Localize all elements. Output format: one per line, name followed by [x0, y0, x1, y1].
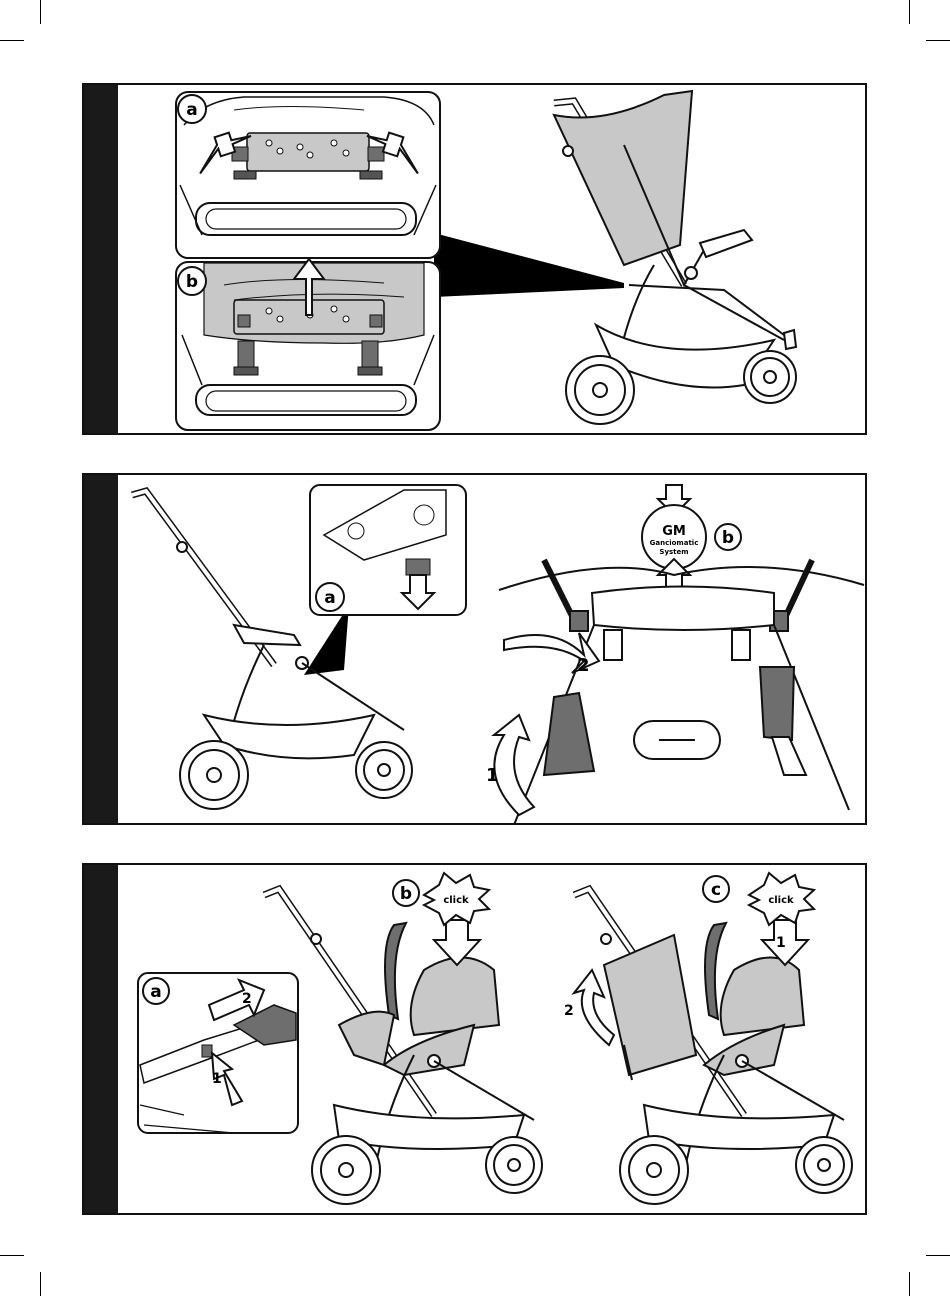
c-step-1-label: 1	[776, 935, 786, 951]
gm-badge: GM Ganciomatic System b	[642, 485, 741, 589]
step-2-label: 2	[577, 655, 590, 676]
panel-2-illustration: a GM Ganciomatic System b	[84, 475, 867, 825]
label-c: c	[711, 880, 721, 900]
label-a: a	[150, 982, 161, 1002]
crop-mark	[40, 0, 41, 24]
crop-mark	[0, 1255, 24, 1256]
gm-title: GM	[662, 524, 686, 539]
crop-mark	[926, 40, 950, 41]
label-b: b	[186, 272, 198, 292]
c-step-2-label: 2	[564, 1003, 574, 1019]
instruction-panel-3: 2 1 a b click	[82, 863, 867, 1215]
panel-1-illustration: a b	[84, 85, 867, 435]
crop-mark	[926, 1255, 950, 1256]
a-step-2-label: 2	[242, 991, 252, 1007]
label-a: a	[324, 588, 335, 608]
seat-plate	[247, 133, 369, 171]
a-step-1-label: 1	[212, 1071, 222, 1087]
crop-mark	[909, 1272, 910, 1296]
label-b: b	[400, 884, 412, 904]
detail-a: a	[176, 92, 440, 258]
label-b: b	[722, 528, 734, 548]
detail-a: 2 1 a	[138, 973, 298, 1133]
zoom-pointer	[434, 233, 624, 297]
crop-mark	[909, 0, 910, 24]
click-label-c: click	[768, 895, 794, 906]
panel-3-illustration: 2 1 a b click	[84, 865, 867, 1215]
detail-a: a	[310, 485, 466, 615]
stroller-c-illustration	[574, 889, 852, 1204]
instruction-panel-1: a b	[82, 83, 867, 435]
crop-mark	[40, 1272, 41, 1296]
stroller-b-illustration	[264, 889, 542, 1204]
gm-line-2: System	[659, 548, 688, 556]
step-1-label: 1	[486, 765, 499, 786]
instruction-panel-2: a GM Ganciomatic System b	[82, 473, 867, 825]
detail-b: b	[176, 259, 440, 430]
adapter-illustration	[494, 560, 864, 825]
click-label-b: click	[443, 895, 469, 906]
stroller-illustration	[554, 91, 796, 424]
gm-line-1: Ganciomatic	[650, 539, 699, 547]
label-a: a	[186, 100, 197, 120]
crop-mark	[0, 40, 24, 41]
